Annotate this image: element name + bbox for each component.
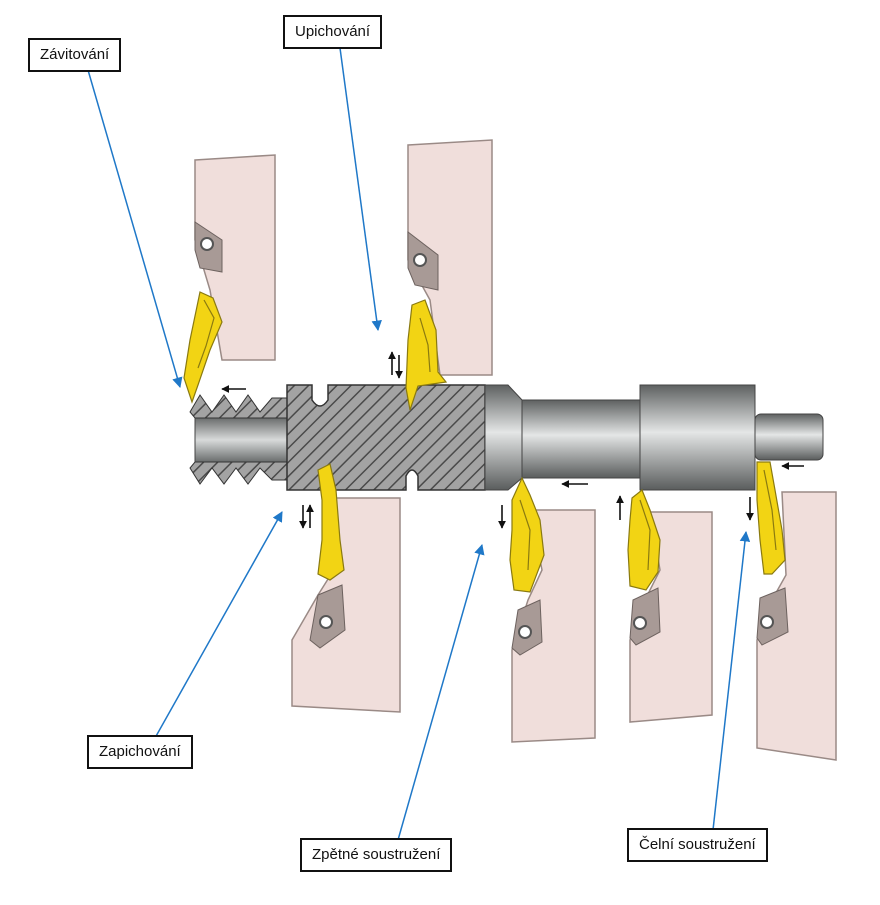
feed-arrows [221,351,804,529]
leader-lines [87,47,751,841]
insert-grooving [317,463,345,581]
label-grooving: Zapichování [87,735,193,769]
insert-back-turning [509,476,545,593]
tool-holder-turning-mid [629,511,713,723]
tool-holder-face-turning [756,491,837,761]
insert-turning-mid [627,489,661,591]
label-threading: Závitování [28,38,122,72]
label-parting: Upichování [283,15,383,49]
label-face-turning: Čelní soustružení [627,828,768,862]
leader-grooving [154,511,283,739]
leader-threading [87,69,183,389]
tool-holder-parting [407,139,493,376]
tool-holder-back-turning [511,509,596,743]
leader-face-turning [712,530,751,831]
leader-back-turning [397,543,485,841]
insert-threading [183,291,223,404]
insert-face-turning [756,461,786,575]
label-back-turning: Zpětné soustružení [300,838,453,872]
workpiece [189,384,824,491]
insert-parting [405,299,448,411]
leader-parting [339,47,382,332]
tool-holder-grooving [291,497,401,713]
